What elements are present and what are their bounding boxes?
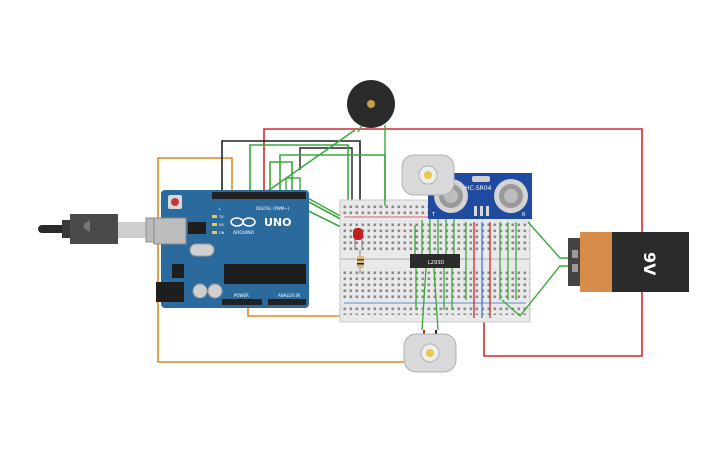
breadboard-wires[interactable] bbox=[414, 212, 521, 331]
wire-black-2[interactable] bbox=[299, 147, 353, 205]
sensor-r-label: R bbox=[522, 212, 526, 218]
piezo-buzzer[interactable] bbox=[347, 80, 395, 206]
arduino-model-label: UNO bbox=[264, 216, 292, 229]
wire-green-5[interactable] bbox=[285, 177, 301, 195]
chip-label: L293D bbox=[428, 260, 444, 266]
arduino-power-label: POWER bbox=[234, 293, 249, 298]
sensor-t-label: T bbox=[431, 212, 436, 218]
motor-top[interactable] bbox=[401, 154, 455, 196]
l293d-chip[interactable]: L293D bbox=[410, 254, 460, 268]
arduino-brand-label: ARDUINO bbox=[233, 230, 255, 236]
wire-black[interactable] bbox=[221, 140, 361, 205]
resistor[interactable] bbox=[357, 250, 364, 274]
arduino-analog-label: ANALOG IN bbox=[278, 293, 300, 298]
red-led[interactable] bbox=[353, 228, 363, 250]
arduino-rx-label: RX bbox=[219, 223, 224, 227]
sensor-label: HC-SR04 bbox=[465, 185, 492, 192]
battery-9v[interactable]: 9V bbox=[568, 232, 689, 292]
battery-label: 9V bbox=[640, 252, 659, 276]
arduino-digital-label: DIGITAL (PWM~) bbox=[256, 206, 290, 211]
arduino-on-label: ON bbox=[219, 231, 225, 235]
wire-green-1[interactable] bbox=[249, 144, 349, 205]
wire-green-3[interactable] bbox=[261, 129, 356, 196]
arduino-board[interactable]: UNO ARDUINO DIGITAL (PWM~) POWER ANALOG … bbox=[153, 190, 309, 308]
arduino-tx-label: TX bbox=[218, 215, 224, 219]
motor-bottom[interactable] bbox=[403, 330, 457, 373]
arduino-l-label: L bbox=[219, 207, 221, 211]
breadboard-red-wires[interactable] bbox=[473, 222, 491, 318]
infinity-logo-icon bbox=[230, 217, 256, 227]
